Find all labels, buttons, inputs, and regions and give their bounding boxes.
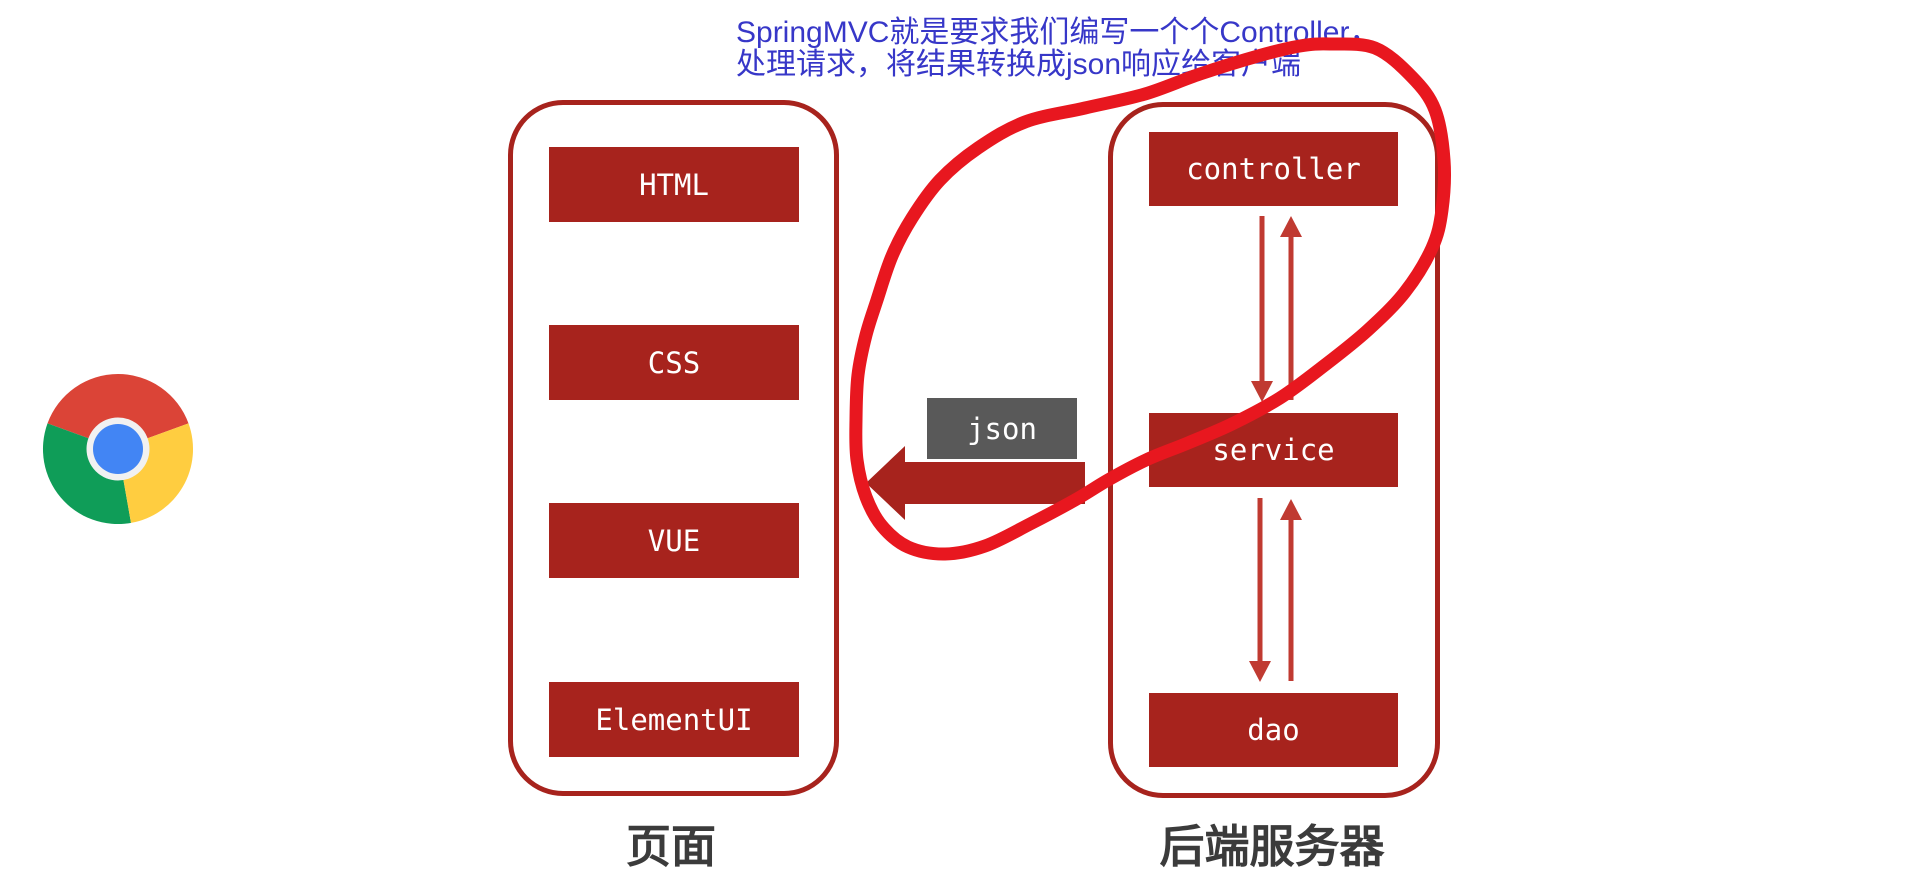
json-response-arrow xyxy=(866,446,1085,520)
arrow-service-to-controller-head xyxy=(1280,216,1302,237)
backend-label: 后端服务器 xyxy=(1159,821,1385,872)
frontend-box-css: CSS xyxy=(549,325,799,400)
backend-box-service: service xyxy=(1149,413,1398,487)
frontend-box-elementui: ElementUI xyxy=(549,682,799,757)
arrow-controller-to-service-head xyxy=(1251,381,1273,402)
chrome-red-segment xyxy=(47,373,189,449)
annotation-line-1: SpringMVC就是要求我们编写一个个Controller， xyxy=(736,16,1380,49)
arrow-dao-to-service-head xyxy=(1280,499,1302,520)
annotation-note: SpringMVC就是要求我们编写一个个Controller， 处理请求，将结果… xyxy=(736,17,1379,81)
backend-box-dao: dao xyxy=(1149,693,1398,767)
frontend-box-html: HTML xyxy=(549,147,799,222)
chrome-icon xyxy=(42,373,194,525)
backend-box-controller: controller xyxy=(1149,132,1398,206)
frontend-box-vue: VUE xyxy=(549,503,799,578)
json-box: json xyxy=(927,398,1077,459)
frontend-panel xyxy=(508,100,839,796)
backend-panel xyxy=(1108,102,1440,798)
hand-drawn-circle-annotation xyxy=(849,37,1451,561)
arrow-service-to-dao-head xyxy=(1249,661,1271,682)
chrome-blue-center xyxy=(93,424,143,474)
frontend-label: 页面 xyxy=(625,821,717,872)
